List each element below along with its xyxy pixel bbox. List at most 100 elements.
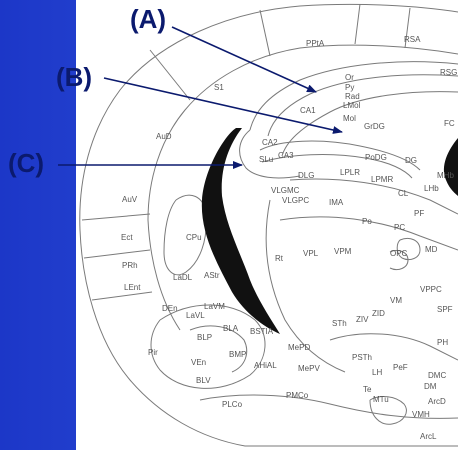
amygdala-outline (150, 304, 266, 389)
label-aud: AuD (156, 132, 172, 141)
label-ca1: CA1 (300, 106, 316, 115)
third-ventricle (443, 138, 458, 196)
label-ven: VEn (191, 358, 206, 367)
label-astr: AStr (204, 271, 220, 280)
label-cl: CL (398, 189, 409, 198)
cortical-area-divider-6 (354, 3, 361, 45)
label-rt: Rt (275, 254, 284, 263)
callout-c: (C) (8, 148, 45, 178)
label-mhb: MHb (437, 171, 454, 180)
label-grdg: GrDG (364, 122, 385, 131)
label-vlgmc: VLGMC (271, 186, 300, 195)
label-vppc: VPPC (420, 285, 442, 294)
label-mepd: MePD (288, 343, 310, 352)
label-blv: BLV (196, 376, 211, 385)
label-ph: PH (437, 338, 448, 347)
label-vm: VM (390, 296, 402, 305)
dentate-gyrus-outline (259, 140, 421, 171)
cortical-area-divider-4 (149, 49, 191, 101)
label-lavl: LaVL (186, 311, 205, 320)
label-plco: PLCo (222, 400, 243, 409)
ventral-boundary (199, 394, 458, 419)
label-or: Or (345, 73, 354, 82)
amygdala-inner (189, 325, 248, 373)
label-dmc: DMC (428, 371, 446, 380)
label-lmol: LMol (343, 101, 361, 110)
label-rsa: RSA (404, 35, 421, 44)
arrow-a (171, 26, 317, 93)
label-psth: PSTh (352, 353, 372, 362)
small-nucleus-2 (389, 249, 409, 271)
thalamus-outline (289, 178, 458, 215)
label-pef: PeF (393, 363, 408, 372)
label-mol: Mol (343, 114, 356, 123)
arrow-b (103, 77, 343, 134)
label-arcl: ArcL (420, 432, 437, 441)
label-rad: Rad (345, 92, 360, 101)
lateral-ventricle (201, 128, 280, 334)
label-bmp: BMP (229, 350, 246, 359)
label-vpm: VPM (334, 247, 352, 256)
label-dm: DM (424, 382, 437, 391)
label-ziv: ZIV (356, 315, 369, 324)
label-lplr: LPLR (340, 168, 360, 177)
label-ard: ArcD (428, 397, 446, 406)
label-pmco: PMCo (286, 391, 309, 400)
label-ppta: PPtA (306, 39, 325, 48)
small-nucleus-1 (396, 237, 421, 261)
label-auv: AuV (122, 195, 138, 204)
callout-b: (B) (56, 62, 93, 92)
label-md: MD (425, 245, 438, 254)
label-cpu: CPu (186, 233, 202, 242)
label-vmh: VMH (412, 410, 430, 419)
label-lhb: LHb (424, 184, 439, 193)
cortical-area-divider-5 (259, 9, 271, 57)
label-prh: PRh (122, 261, 138, 270)
label-lent: LEnt (124, 283, 141, 292)
label-podg: PoDG (365, 153, 387, 162)
label-bla: BLA (223, 324, 239, 333)
label-spf: SPF (437, 305, 453, 314)
label-lpmr: LPMR (371, 175, 393, 184)
label-pir: Pir (148, 348, 158, 357)
label-mepv: MePV (298, 364, 320, 373)
label-dg: DG (405, 156, 417, 165)
label-blp: BLP (197, 333, 212, 342)
label-ima: IMA (329, 198, 344, 207)
label-sti: STh (332, 319, 347, 328)
label-ect: Ect (121, 233, 133, 242)
label-lavm: LaVM (204, 302, 225, 311)
ca3-curve (239, 129, 301, 179)
cortical-area-divider-3 (91, 291, 153, 301)
label-opc: OPC (390, 249, 408, 258)
label-dlg: DLG (298, 171, 314, 180)
cortical-area-divider-7 (404, 7, 411, 49)
label-te: Te (363, 385, 372, 394)
cortical-area-divider-2 (83, 249, 151, 259)
label-den: DEn (162, 304, 178, 313)
label-bstia: BSTIA (250, 327, 274, 336)
thalamus-mid-boundary (279, 216, 458, 251)
label-ahial: AHiAL (254, 361, 277, 370)
label-po: Po (362, 217, 372, 226)
label-slu: SLu (259, 155, 273, 164)
callout-a: (A) (130, 4, 167, 34)
label-pc: PC (394, 223, 405, 232)
label-ladl: LaDL (173, 273, 193, 282)
cortical-area-divider-1 (81, 213, 151, 221)
label-fc: FC (444, 119, 455, 128)
label-pf: PF (414, 209, 424, 218)
small-nucleus-3 (369, 396, 407, 425)
dentate-gyrus-inner (261, 154, 413, 179)
label-py: Py (345, 83, 354, 92)
cortex-outline (79, 3, 458, 447)
label-vpl: VPL (303, 249, 319, 258)
label-rsg: RSG (440, 68, 457, 77)
hypothalamus-outline (329, 333, 458, 361)
hippocampus-layer-or (249, 61, 458, 131)
internal-capsule-line (265, 199, 346, 373)
label-lh: LH (372, 368, 382, 377)
hippocampus-layer-mol (281, 91, 458, 157)
cortex-inner-boundary (147, 44, 458, 331)
